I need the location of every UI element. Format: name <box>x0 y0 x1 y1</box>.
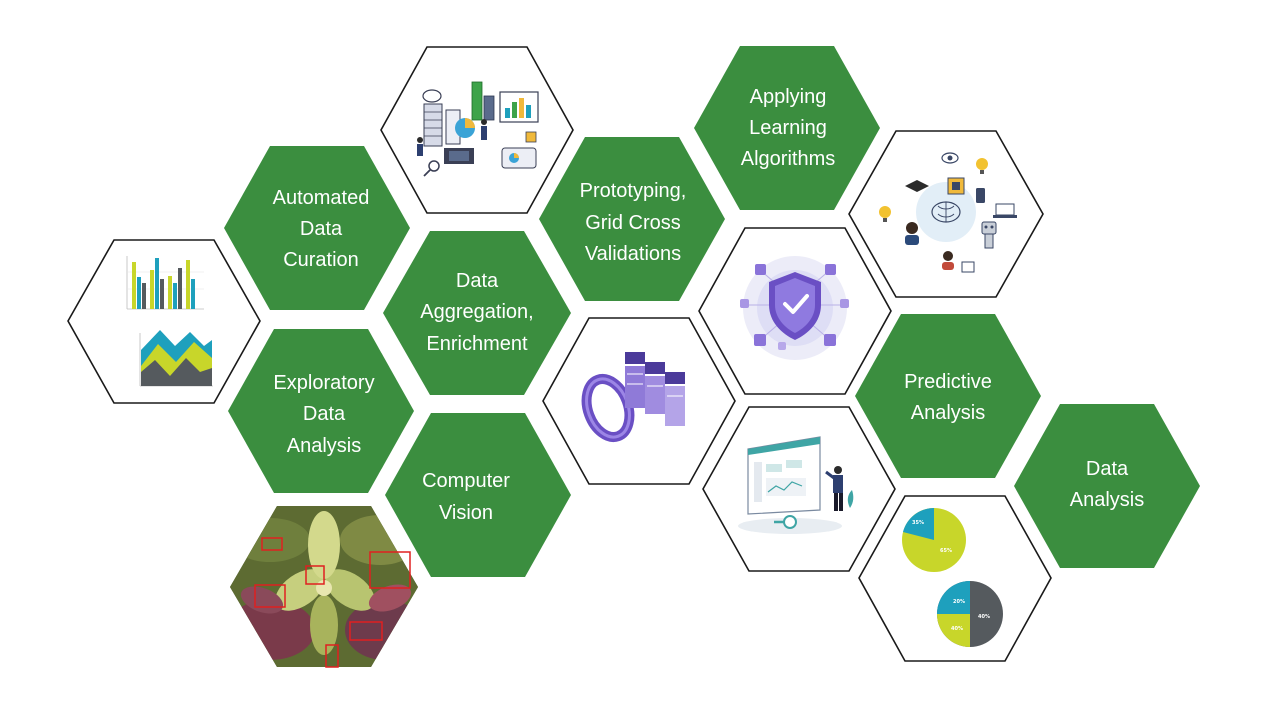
phone-icon <box>961 188 985 273</box>
shield-icon <box>769 272 821 340</box>
pie-label: 40% <box>978 614 990 620</box>
hex-label-line: Data <box>300 218 343 240</box>
hex-label-line: Learning <box>749 117 827 139</box>
hex-label-line: Aggregation, <box>420 301 533 323</box>
detection-box-icon <box>254 537 411 668</box>
monitor-icon <box>747 436 821 515</box>
data-center-illustration-icon <box>380 46 574 214</box>
hex-label-line: Algorithms <box>741 148 835 170</box>
hex-label-line: Curation <box>283 249 359 271</box>
bar-blocks-icon <box>471 81 495 121</box>
hex-label-line: Data <box>456 270 499 292</box>
phone-icon <box>501 147 537 169</box>
hex-applying-learning-algorithms: Applying Learning Algorithms <box>694 46 880 210</box>
security-shield-icon <box>698 227 892 395</box>
chip-icon <box>444 148 474 164</box>
pie-label: 65% <box>940 548 952 554</box>
laptop-icon <box>993 203 1017 218</box>
hex-label-line: Prototyping, <box>580 180 687 202</box>
hex-computer-vision: Computer Vision <box>385 413 571 577</box>
hex-label-line: Grid Cross <box>585 212 681 234</box>
hex-data-analysis: Data Analysis <box>1014 404 1200 568</box>
pie-label: 40% <box>951 626 963 632</box>
hex-label-line: Enrichment <box>426 333 528 355</box>
hex-exploratory-data-analysis: Exploratory Data Analysis <box>228 329 414 493</box>
person-icon <box>417 119 487 156</box>
hex-label-line: Analysis <box>911 402 985 424</box>
dashboard-analyst-icon <box>702 406 896 572</box>
hex-prototyping-grid-cross-validations: Prototyping, Grid Cross Validations <box>539 137 725 301</box>
cloud-icon <box>422 89 442 103</box>
plant-icon <box>847 490 854 508</box>
magnifier-icon <box>774 515 797 529</box>
area-chart-icon <box>139 330 213 387</box>
pie-label: 20% <box>953 599 965 605</box>
hex-label-line: Data <box>1086 458 1129 480</box>
brain-icon <box>931 201 961 223</box>
hex-label-line: Analysis <box>1070 489 1144 511</box>
hex-label-line: Data <box>303 403 346 425</box>
hex-label-line: Predictive <box>904 371 992 393</box>
pie-chart-icon: 20% 40% 40% <box>937 581 1003 647</box>
chip-icon <box>947 177 965 195</box>
node-square-icon <box>740 264 849 350</box>
pie-label: 35% <box>912 520 924 526</box>
pie-chart-icon <box>455 118 475 138</box>
hex-label-line: Applying <box>750 86 827 108</box>
person-icon <box>905 222 954 270</box>
magnifier-icon <box>423 160 440 177</box>
bar-chart-icon <box>126 256 204 310</box>
ai-network-icon <box>848 130 1044 298</box>
graduation-cap-icon <box>905 180 929 192</box>
hex-label-line: Automated <box>273 187 370 209</box>
hex-label-line: Validations <box>585 243 681 265</box>
bar-and-area-chart-icon <box>67 239 261 404</box>
leaf-detection-photo-icon <box>230 506 418 668</box>
hex-label-line: Exploratory <box>273 372 374 394</box>
server-ring-icon <box>542 317 736 485</box>
lightbulb-icon <box>879 158 988 222</box>
hex-automated-data-curation: Automated Data Curation <box>224 146 410 310</box>
monitor-icon <box>499 91 539 123</box>
hex-label-line: Computer <box>422 470 510 492</box>
robot-icon <box>981 221 997 249</box>
person-icon <box>825 466 843 511</box>
server-rack-icon <box>423 103 461 147</box>
dice-icon <box>525 131 537 143</box>
hex-label-line: Analysis <box>287 435 361 457</box>
pie-chart-icon: 35% 65% <box>902 508 966 572</box>
server-stack-icon <box>625 352 685 426</box>
eye-icon <box>941 152 959 164</box>
hex-data-aggregation-enrichment: Data Aggregation, Enrichment <box>383 231 571 395</box>
hex-label-line: Vision <box>439 502 493 524</box>
hex-predictive-analysis: Predictive Analysis <box>855 314 1041 478</box>
pie-charts-icon: 35% 65% 20% 40% 40% <box>858 495 1052 662</box>
